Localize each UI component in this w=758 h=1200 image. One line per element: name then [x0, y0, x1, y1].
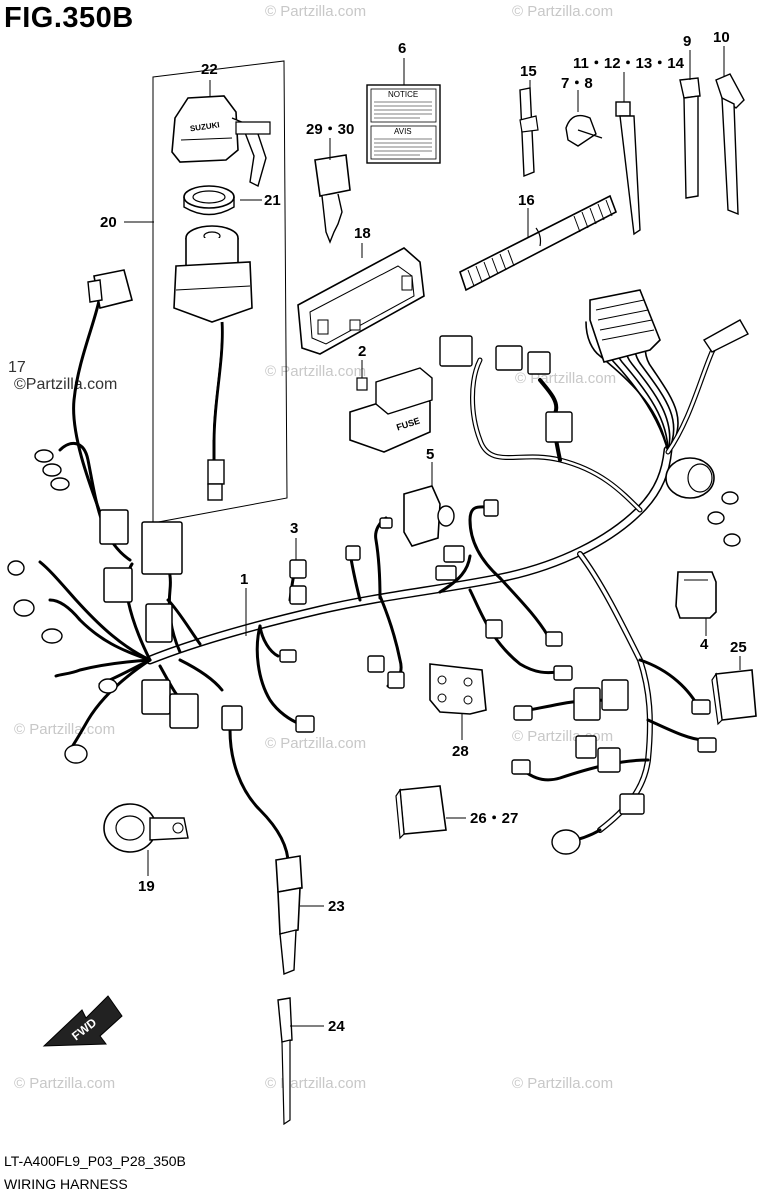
- relay: [711, 669, 757, 726]
- callout-29-30: 29・30: [306, 121, 354, 138]
- cable-tie: [615, 101, 641, 236]
- multi-pin-connector: [99, 509, 243, 731]
- callout-19: 19: [138, 878, 155, 895]
- rear-connectors: [511, 679, 717, 855]
- figure-title: FIG.350B: [4, 2, 134, 34]
- callout-9: 9: [683, 33, 691, 50]
- clamp: [565, 114, 603, 147]
- suzuki-logo: SUZUKI: [189, 120, 220, 133]
- callout-11-14: 11・12・13・14: [573, 55, 685, 72]
- callout-22: 22: [201, 61, 218, 78]
- caution-label: NOTICE AVIS: [366, 84, 441, 164]
- callout-23: 23: [328, 898, 345, 915]
- callouts: 22 21 20 6 29・30 18 2 15 7・8 11・12・13・14…: [100, 29, 747, 1035]
- leader-lines: [124, 46, 741, 1027]
- oxygen-sensor: [275, 855, 303, 975]
- bullet-connectors: [7, 449, 118, 764]
- callout-4: 4: [700, 636, 709, 653]
- watermark-text: © Partzilla.com: [14, 721, 115, 738]
- ring-nut: [183, 185, 235, 216]
- fuse-box: FUSE: [349, 367, 433, 453]
- protector-tube: [459, 194, 617, 292]
- callout-5: 5: [426, 446, 434, 463]
- ignition-switch-body: [173, 225, 253, 501]
- notice-label: NOTICE: [388, 90, 418, 99]
- callout-28: 28: [452, 743, 469, 760]
- bolt: [277, 997, 293, 1126]
- spare-key: [314, 154, 351, 244]
- round-connector: [665, 319, 749, 547]
- ignition-switch-group: SUZUKI: [152, 60, 288, 524]
- callout-10: 10: [713, 29, 730, 46]
- figure-name: WIRING HARNESS: [4, 1176, 128, 1192]
- callout-26-27: 26・27: [470, 810, 518, 827]
- ignition-key-cover: SUZUKI: [171, 95, 271, 188]
- cable-tie-mount: [679, 77, 701, 199]
- callout-18: 18: [354, 225, 371, 242]
- small-connectors: [279, 335, 573, 733]
- avis-label: AVIS: [394, 127, 412, 136]
- callout-1: 1: [240, 571, 248, 588]
- callout-3: 3: [290, 520, 298, 537]
- connector-cover: [675, 571, 717, 619]
- turn-signal-relay: [395, 785, 447, 840]
- watermark-text: © Partzilla.com: [14, 1075, 115, 1092]
- callout-6: 6: [398, 40, 406, 57]
- large-connector: [589, 289, 661, 363]
- callout-25: 25: [730, 639, 747, 656]
- watermark-dark-text: ©Partzilla.com: [14, 376, 117, 393]
- callout-16: 16: [518, 192, 535, 209]
- callout-20: 20: [100, 214, 117, 231]
- fuse-cap: [403, 485, 455, 547]
- cable-tie-clip: [715, 73, 745, 216]
- watermark-text: © Partzilla.com: [265, 735, 366, 752]
- watermark-text: © Partzilla.com: [265, 1075, 366, 1092]
- watermark-text: © Partzilla.com: [512, 3, 613, 20]
- watermark-text: © Partzilla.com: [512, 1075, 613, 1092]
- figure-code: LT-A400FL9_P03_P28_350B: [4, 1153, 186, 1169]
- forward-arrow: FWD: [42, 995, 123, 1047]
- watermark-text: © Partzilla.com: [512, 728, 613, 745]
- callout-24: 24: [328, 1018, 345, 1035]
- connector: [87, 269, 133, 309]
- wire-clip: [519, 87, 539, 178]
- neutral-switch: [103, 803, 189, 853]
- watermark-text: © Partzilla.com: [265, 363, 366, 380]
- callout-7-8: 7・8: [561, 75, 593, 92]
- callout-21: 21: [264, 192, 281, 209]
- bracket: [297, 247, 425, 355]
- callout-15: 15: [520, 63, 537, 80]
- callout-2: 2: [358, 343, 366, 360]
- watermark-text: © Partzilla.com: [265, 3, 366, 20]
- watermark-dark-prefix: 17: [8, 359, 26, 376]
- mounting-plate: [429, 663, 487, 715]
